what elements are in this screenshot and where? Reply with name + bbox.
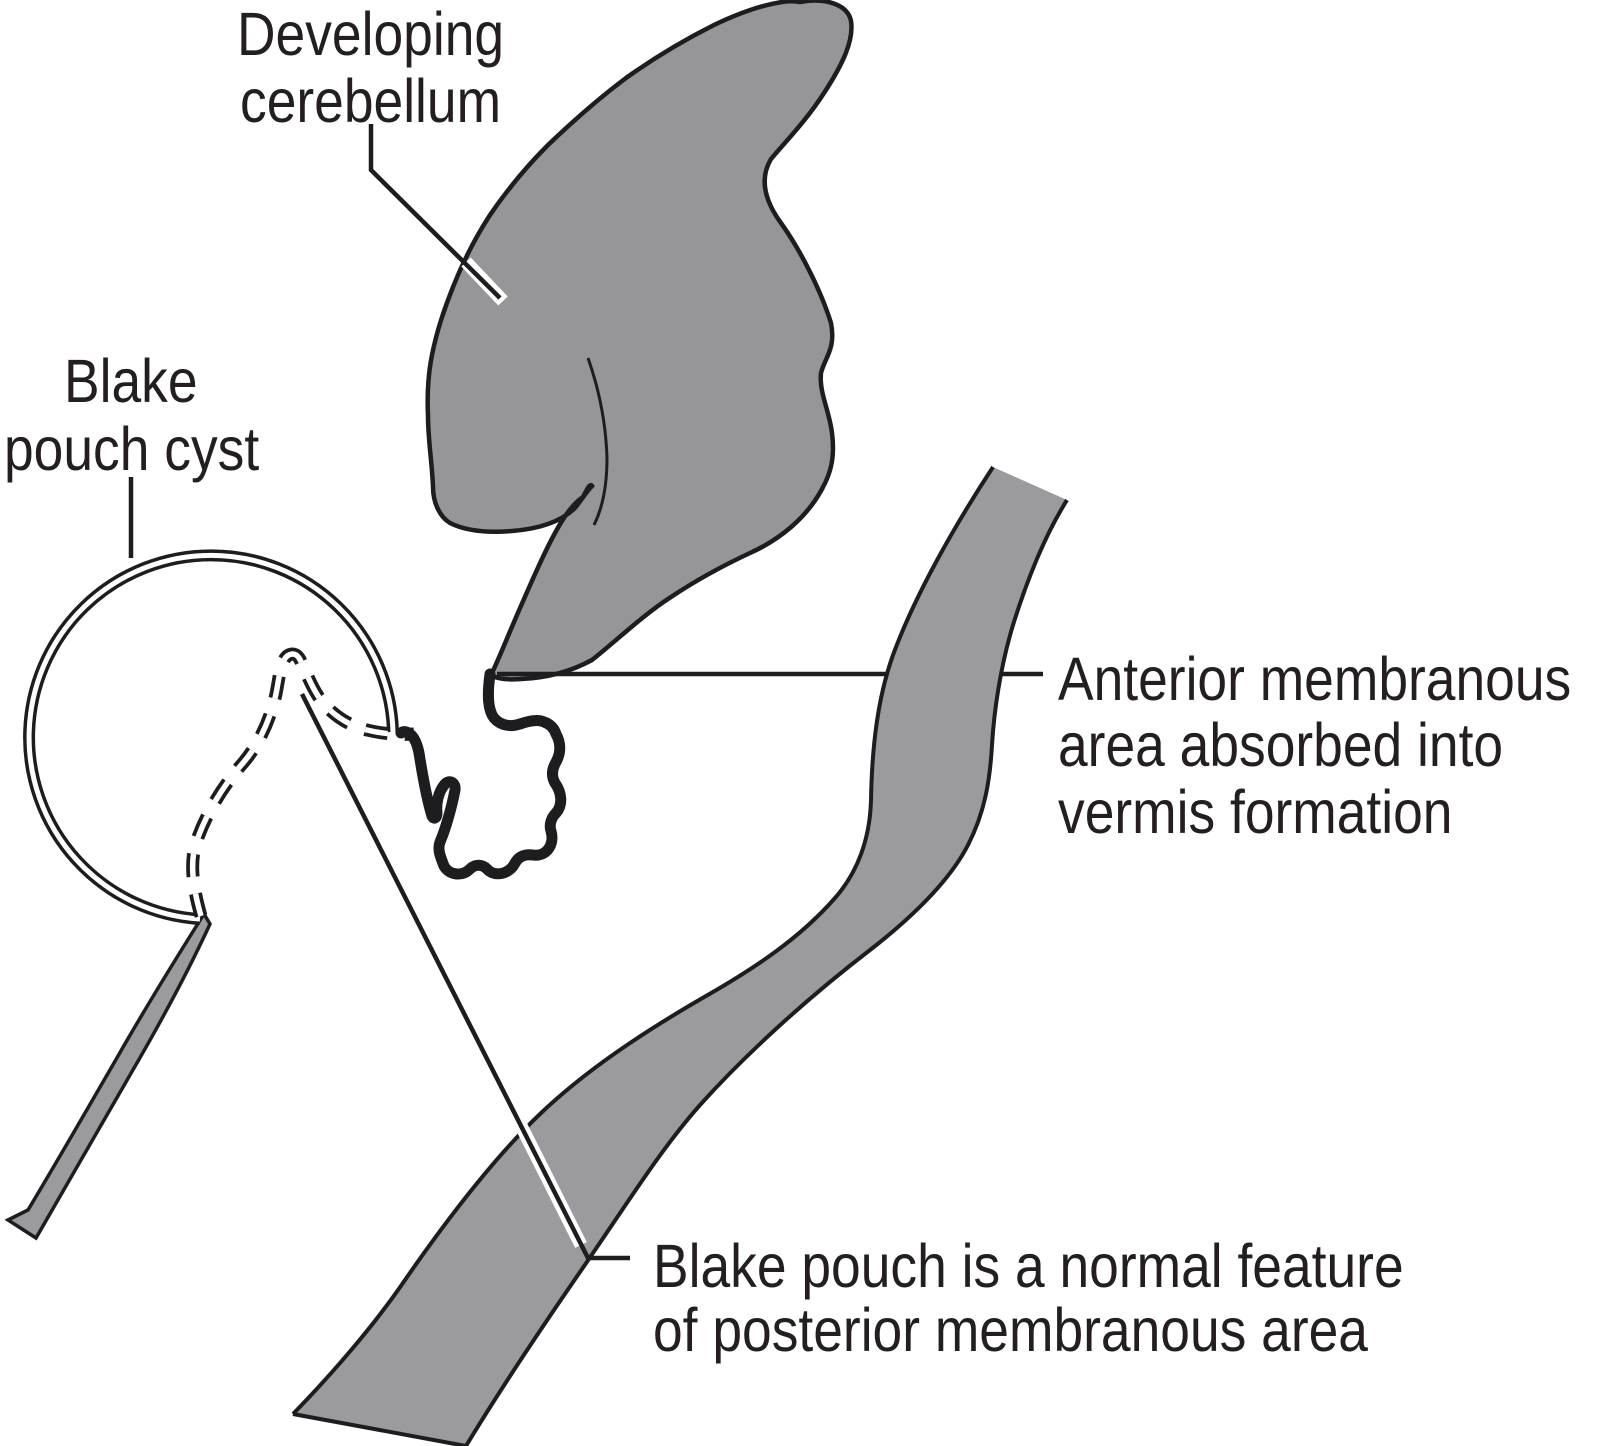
leader-line — [368, 124, 502, 300]
band-left-edge — [291, 465, 995, 1416]
pouch-dashes-inner — [189, 651, 415, 917]
label-text: Blake — [64, 347, 198, 415]
band-fill — [293, 467, 1067, 1446]
cerebellum-body — [425, 0, 854, 682]
label-text: Developing — [237, 0, 505, 68]
label-text: pouch cyst — [4, 415, 260, 483]
cyst-arc-inner — [26, 552, 396, 922]
blake-pouch-normal-leader — [299, 692, 630, 1261]
posterior-band-shape — [291, 465, 1069, 1446]
label-text: area absorbed into — [1058, 711, 1504, 779]
label-text: Anterior membranous — [1058, 645, 1572, 713]
vermis-scalloped-shape — [395, 668, 567, 880]
label-text: Blake pouch is a normal feature — [653, 1232, 1404, 1300]
developing-cerebellum-shape — [425, 0, 854, 682]
band-right-edge — [464, 498, 1069, 1446]
leader-line — [299, 692, 630, 1261]
label-text: of posterior membranous area — [653, 1296, 1368, 1364]
label-text: cerebellum — [240, 67, 502, 135]
cerebellum-fissure-line — [586, 357, 609, 526]
developing-cerebellum-leader — [368, 124, 508, 306]
blake-pouch-dashed-outline — [186, 647, 415, 918]
blake-pouch-cyst-circle — [23, 549, 399, 925]
band-bottom-cut — [292, 1412, 467, 1446]
membrane-sliver-shape — [4, 910, 212, 1241]
label-text: vermis formation — [1058, 778, 1453, 846]
